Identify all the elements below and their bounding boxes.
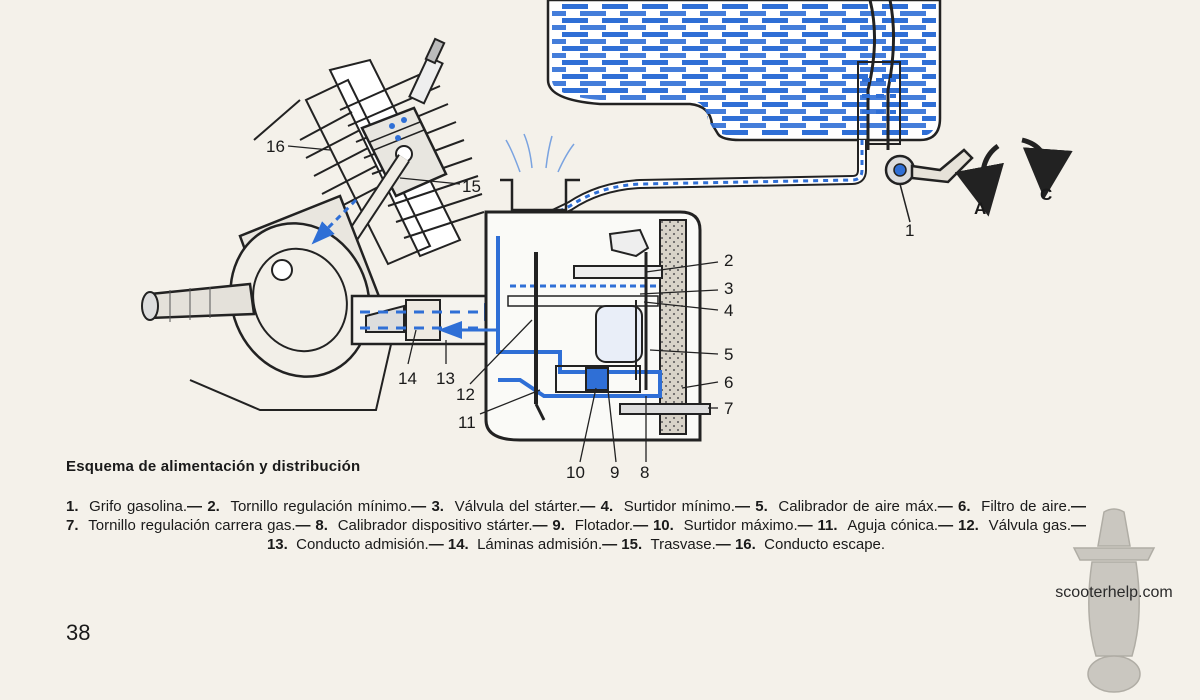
legend-separator: — bbox=[411, 498, 427, 515]
callout-9: 9 bbox=[610, 463, 619, 482]
engine-cylinder bbox=[299, 37, 485, 266]
legend-item: 10. Surtidor máximo.— bbox=[653, 517, 813, 534]
scooter-logo-icon bbox=[1072, 508, 1156, 693]
legend-item-text: Grifo gasolina. bbox=[89, 498, 187, 515]
legend-item-number: 12. bbox=[958, 517, 989, 534]
legend-separator: — bbox=[1071, 517, 1087, 534]
legend-item: 14. Láminas admisión.— bbox=[448, 536, 617, 553]
legend-item-text: Conducto admisión. bbox=[296, 536, 429, 553]
legend-separator: — bbox=[580, 498, 596, 515]
callout-6: 6 bbox=[724, 373, 733, 392]
legend-item-text: Calibrador de aire máx. bbox=[778, 498, 938, 515]
legend-item: 5. Calibrador de aire máx.— bbox=[755, 498, 952, 515]
carburettor bbox=[438, 133, 711, 442]
intake-duct bbox=[311, 198, 508, 346]
legend-item: 1. Grifo gasolina.— bbox=[66, 498, 202, 515]
legend-separator: — bbox=[602, 536, 618, 553]
legend-separator: — bbox=[734, 498, 750, 515]
legend-item: 11. Aguja cónica.— bbox=[818, 517, 954, 534]
legend-item: 2. Tornillo regulación mínimo.— bbox=[207, 498, 426, 515]
callout-8: 8 bbox=[640, 463, 649, 482]
legend-item: 9. Flotador.— bbox=[552, 517, 648, 534]
legend-item-text: Válvula del stárter. bbox=[454, 498, 581, 515]
legend-item-text: Trasvase. bbox=[650, 536, 716, 553]
callout-1: 1 bbox=[905, 221, 914, 240]
legend-separator: — bbox=[428, 536, 444, 553]
legend-item-number: 2. bbox=[207, 498, 231, 515]
callout-14: 14 bbox=[398, 369, 417, 388]
callout-5: 5 bbox=[724, 345, 733, 364]
legend-item-text: Calibrador dispositivo stárter. bbox=[337, 517, 533, 534]
legend-item-text: Flotador. bbox=[574, 517, 634, 534]
legend-item: 7. Tornillo regulación carrera gas.— bbox=[66, 517, 311, 534]
legend-item-text: Filtro de aire. bbox=[981, 498, 1071, 515]
page-number: 38 bbox=[66, 620, 91, 645]
legend-separator: — bbox=[1071, 498, 1086, 515]
callout-3: 3 bbox=[724, 279, 733, 298]
legend-item-number: 4. bbox=[600, 498, 624, 515]
callout-11: 11 bbox=[458, 413, 476, 432]
legend-item-number: 7. bbox=[66, 517, 89, 534]
diagram-legend: 1. Grifo gasolina.— 2. Tornillo regulaci… bbox=[66, 497, 1086, 554]
legend-item-number: 9. bbox=[552, 517, 575, 534]
callout-labels: 1 2 3 4 5 6 7 8 9 10 11 12 13 14 15 16 A… bbox=[266, 137, 1052, 482]
legend-item-text: Surtidor máximo. bbox=[683, 517, 798, 534]
legend-item-number: 5. bbox=[755, 498, 779, 515]
legend-item: 3. Válvula del stárter.— bbox=[431, 498, 595, 515]
watermark-text: scooterhelp.com bbox=[1055, 584, 1173, 601]
legend-item-text: Surtidor mínimo. bbox=[623, 498, 735, 515]
legend-separator: — bbox=[715, 536, 731, 553]
legend-item-number: 14. bbox=[447, 536, 478, 553]
crankshaft bbox=[141, 99, 410, 411]
legend-item-text: Válvula gas. bbox=[988, 517, 1072, 534]
legend-item-text: Láminas admisión. bbox=[477, 536, 603, 553]
callout-10: 10 bbox=[566, 463, 585, 482]
callout-C: C bbox=[1040, 185, 1052, 204]
diagram-title: Esquema de alimentación y distribución bbox=[66, 458, 361, 475]
legend-item-number: 13. bbox=[266, 536, 297, 553]
legend-item: 6. Filtro de aire.— bbox=[958, 498, 1086, 515]
callout-15: 15 bbox=[462, 177, 481, 196]
fuel-tank bbox=[546, 0, 942, 150]
legend-item: 4. Surtidor mínimo.— bbox=[601, 498, 750, 515]
legend-item: 12. Válvula gas.— bbox=[958, 517, 1086, 534]
callout-13: 13 bbox=[436, 369, 455, 388]
callout-A: A bbox=[974, 199, 986, 218]
legend-item-number: 15. bbox=[621, 536, 651, 553]
legend-separator: — bbox=[937, 498, 953, 515]
callout-7: 7 bbox=[724, 399, 733, 418]
legend-item-text: Tornillo regulación mínimo. bbox=[230, 498, 412, 515]
callout-4: 4 bbox=[724, 301, 733, 320]
leader-lines bbox=[287, 145, 719, 463]
legend-item: 16. Conducto escape. bbox=[735, 536, 885, 553]
legend-item-text: Tornillo regulación carrera gas. bbox=[88, 517, 296, 534]
legend-item-number: 3. bbox=[431, 498, 455, 515]
legend-item-number: 8. bbox=[315, 517, 338, 534]
legend-item-number: 11. bbox=[817, 517, 848, 534]
callout-12: 12 bbox=[456, 385, 475, 404]
callout-16: 16 bbox=[266, 137, 285, 156]
legend-separator: — bbox=[532, 517, 548, 534]
fuel-tap bbox=[494, 140, 974, 243]
tap-direction-arrows bbox=[954, 137, 1073, 217]
legend-item-number: 1. bbox=[66, 498, 90, 515]
legend-separator: — bbox=[797, 517, 813, 534]
legend-separator: — bbox=[938, 517, 954, 534]
legend-item-number: 16. bbox=[734, 536, 765, 553]
legend-item-text: Aguja cónica. bbox=[847, 517, 939, 534]
legend-item-text: Conducto escape. bbox=[764, 536, 886, 553]
legend-item-number: 10. bbox=[652, 517, 684, 534]
legend-separator: — bbox=[633, 517, 649, 534]
legend-separator: — bbox=[187, 498, 202, 515]
legend-item: 13. Conducto admisión.— bbox=[267, 536, 444, 553]
legend-item: 8. Calibrador dispositivo stárter.— bbox=[315, 517, 547, 534]
legend-item: 15. Trasvase.— bbox=[621, 536, 730, 553]
legend-item-number: 6. bbox=[958, 498, 982, 515]
callout-2: 2 bbox=[724, 251, 733, 270]
legend-separator: — bbox=[295, 517, 311, 534]
